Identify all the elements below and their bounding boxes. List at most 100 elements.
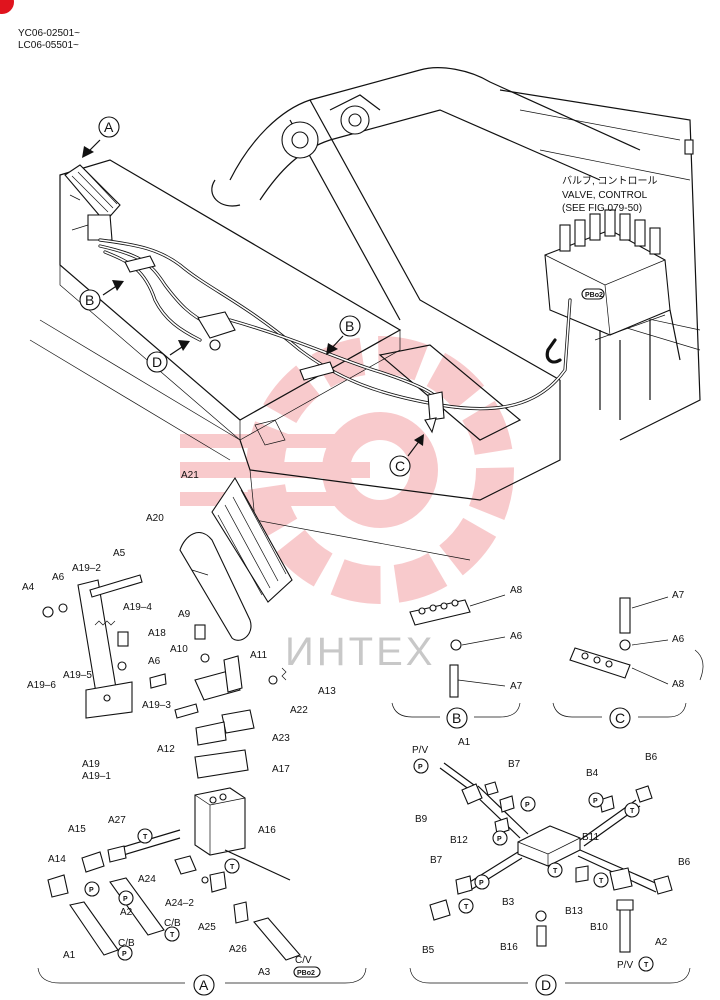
detail-view-d: P/V A1 B7 B4 B6 B9 B12 B11 B7 B6 B3 B13 … <box>409 737 691 996</box>
part-label-a19: A19 <box>82 759 100 770</box>
part-label-d-a2: A2 <box>655 937 668 948</box>
part-label-a14: A14 <box>48 854 66 865</box>
part-label-a9: A9 <box>178 609 191 620</box>
part-label-b-a7: A7 <box>510 681 523 692</box>
badge-t-d5: T <box>644 962 649 969</box>
detail-b-bracket <box>391 702 521 718</box>
view-marker-a <box>98 116 120 138</box>
part-label-d-b5: B5 <box>422 945 435 956</box>
part-label-b-a6: A6 <box>510 631 523 642</box>
watermark-text: ИНТЕХ <box>285 630 435 674</box>
view-marker-d <box>146 351 168 373</box>
part-label-d-pv-top: P/V <box>412 745 428 756</box>
part-label-cb-2: C/B <box>118 938 135 949</box>
detail-a-title: A <box>199 977 209 993</box>
part-label-a19-6: A19–6 <box>27 680 56 691</box>
part-label-a15: A15 <box>68 824 86 835</box>
part-label-d-b11: B11 <box>582 832 599 843</box>
view-marker-b-right-text: B <box>345 318 354 334</box>
part-label-a21: A21 <box>181 470 199 481</box>
detail-b-title: B <box>452 710 461 726</box>
view-marker-c-text: C <box>395 458 405 474</box>
badge-t-d3: T <box>599 878 604 885</box>
valve-note-jp: バルブ, コントロール <box>562 174 658 187</box>
part-label-d-b9: B9 <box>415 814 428 825</box>
detail-view-c: A7 A6 A8 C <box>552 590 704 729</box>
part-label-cb-1: C/B <box>164 918 181 929</box>
part-label-a19-5: A19–5 <box>63 670 92 681</box>
part-label-a23: A23 <box>272 733 290 744</box>
part-label-a6-mid: A6 <box>148 656 161 667</box>
part-label-a16: A16 <box>258 825 276 836</box>
part-label-d-b6-top: B6 <box>645 752 658 763</box>
view-marker-b-left-text: B <box>85 292 94 308</box>
badge-t-a3: T <box>170 932 175 939</box>
part-label-a4: A4 <box>22 582 35 593</box>
view-marker-c <box>389 455 411 477</box>
view-marker-a-text: A <box>104 119 114 135</box>
part-label-c-a8: A8 <box>672 679 685 690</box>
control-valve-icon <box>544 209 681 420</box>
part-label-c-a6: A6 <box>672 634 685 645</box>
part-label-d-b7-top: B7 <box>508 759 521 770</box>
part-label-a19-2: A19–2 <box>72 563 101 574</box>
part-label-a26: A26 <box>229 944 247 955</box>
corner-marker-icon <box>0 0 14 14</box>
serial-number-2: LC06-05501~ <box>18 40 79 51</box>
badge-p-d4: P <box>497 836 502 843</box>
part-label-a1: A1 <box>63 950 76 961</box>
serial-number-1: YC06-02501~ <box>18 28 80 39</box>
part-label-a10: A10 <box>170 644 188 655</box>
part-label-d-b3: B3 <box>502 897 515 908</box>
view-marker-d-text: D <box>152 354 162 370</box>
part-label-a20: A20 <box>146 513 164 524</box>
part-label-a19-1: A19–1 <box>82 771 111 782</box>
view-marker-b-left <box>79 289 101 311</box>
part-label-a2: A2 <box>120 907 133 918</box>
part-label-a27: A27 <box>108 815 126 826</box>
detail-d-title: D <box>541 977 551 993</box>
part-label-a19-4: A19–4 <box>123 602 152 613</box>
part-label-d-b7-mid: B7 <box>430 855 443 866</box>
part-label-a25: A25 <box>198 922 216 933</box>
badge-t-d2: T <box>553 868 558 875</box>
detail-c-title: C <box>615 710 625 726</box>
detail-c-bracket <box>552 702 687 718</box>
badge-t-d1: T <box>630 808 635 815</box>
part-label-a3: A3 <box>258 967 271 978</box>
detail-a-bracket <box>37 967 367 984</box>
badge-p-a2: P <box>123 896 128 903</box>
part-label-cv: C/V <box>295 955 312 966</box>
badge-pbo2-a: PBo2 <box>297 970 315 977</box>
watermark-logo-icon <box>180 336 514 604</box>
part-label-d-b4: B4 <box>586 768 599 779</box>
part-label-d-b6-mid: B6 <box>678 857 691 868</box>
part-label-a6-top: A6 <box>52 572 65 583</box>
part-label-d-a1: A1 <box>458 737 471 748</box>
part-label-a11: A11 <box>250 650 267 661</box>
part-label-a12: A12 <box>157 744 175 755</box>
part-label-d-b16: B16 <box>500 942 518 953</box>
badge-t-a1: T <box>143 834 148 841</box>
port-badge-pbo2-text: PBo2 <box>585 292 603 299</box>
detail-view-a: A21 A20 A5 A19–2 A6 A4 A19–4 A9 A18 A10 … <box>22 470 367 996</box>
badge-p-a3: P <box>122 951 127 958</box>
badge-t-a2: T <box>230 864 235 871</box>
port-badge-pbo2 <box>581 288 605 300</box>
detail-d-bracket <box>409 967 691 984</box>
badge-p-d2: P <box>525 802 530 809</box>
part-label-d-b10: B10 <box>590 922 608 933</box>
badge-p-a1: P <box>89 887 94 894</box>
badge-p-d3: P <box>593 798 598 805</box>
part-label-a17: A17 <box>272 764 290 775</box>
part-label-a24: A24 <box>138 874 156 885</box>
part-label-a18: A18 <box>148 628 166 639</box>
part-label-d-b12: B12 <box>450 835 468 846</box>
part-label-a13: A13 <box>318 686 336 697</box>
travel-pedal-icon <box>64 164 121 241</box>
main-assembly-view: バルブ, コントロール VALVE, CONTROL (SEE FIG 079-… <box>29 67 701 561</box>
view-marker-b-right <box>339 315 361 337</box>
part-label-a22: A22 <box>290 705 308 716</box>
part-label-d-b13: B13 <box>565 906 583 917</box>
